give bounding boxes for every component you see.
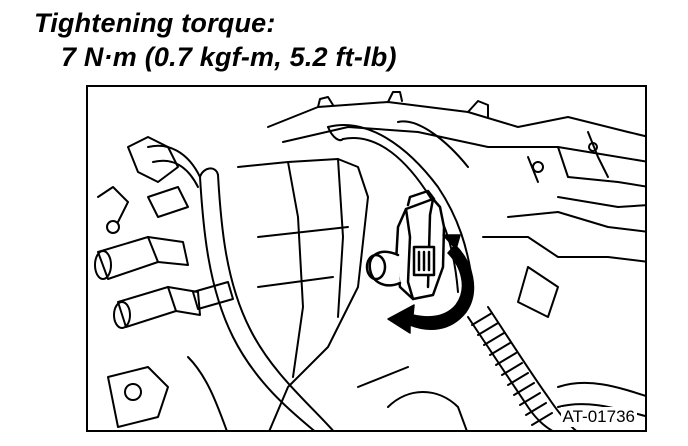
vertical-pipe [147, 144, 334, 430]
torque-spec-heading: Tightening torque: 7 N·m (0.7 kgf-m, 5.2… [34, 6, 397, 74]
upper-curved-pipe [327, 120, 474, 293]
rotation-direction-arrow [387, 234, 475, 334]
wiring-harness [467, 266, 645, 430]
torque-spec-title: Tightening torque: [34, 8, 276, 38]
illustration-frame: AT-01736 [86, 85, 647, 432]
torque-spec-value: 7 N·m (0.7 kgf-m, 5.2 ft-lb) [61, 42, 397, 72]
left-hose-fittings [94, 136, 201, 329]
firewall-panel [237, 158, 369, 430]
figure-code-label: AT-01736 [560, 407, 637, 427]
lower-engine-parts [107, 356, 468, 430]
engine-structure [267, 91, 645, 263]
engine-bay-illustration [94, 91, 645, 430]
sensor-connector [365, 189, 446, 301]
